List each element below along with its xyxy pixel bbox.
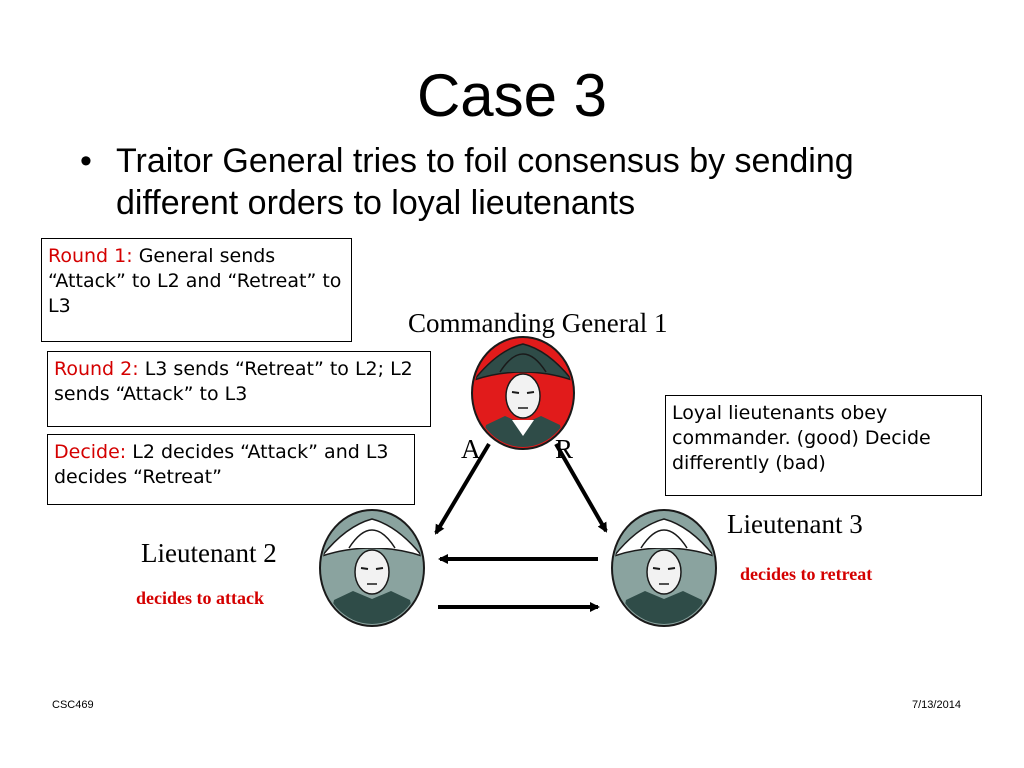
- round1-text: General sends “Attack” to L2 and “Retrea…: [48, 245, 342, 317]
- edge-label-attack: A: [461, 434, 481, 464]
- round1-label: Round 1:: [48, 245, 133, 267]
- footer-course: CSC469: [52, 699, 94, 711]
- slide-title: Case 3: [416, 62, 608, 129]
- lieutenant2-label: Lieutenant 2: [141, 538, 277, 568]
- bullet-marker: •: [80, 142, 92, 180]
- round2-box: Round 2: L3 sends “Retreat” to L2; L2 se…: [47, 351, 431, 427]
- lieutenant2-outcome: decides to attack: [136, 588, 264, 608]
- decide-label: Decide:: [54, 441, 127, 463]
- bullet-text: Traitor General tries to foil consensus …: [116, 142, 854, 222]
- arrow-commander-to-l2: [434, 442, 491, 535]
- arrow-commander-to-l3: [554, 443, 608, 533]
- lieutenant2-portrait-icon: [319, 509, 425, 627]
- commander-label: Commanding General 1: [408, 308, 668, 338]
- commander-portrait-icon: [471, 336, 575, 450]
- round2-label: Round 2:: [54, 358, 139, 380]
- decide-text: L2 decides “Attack” and L3 decides “Retr…: [54, 441, 389, 488]
- loyal-note-box: Loyal lieutenants obey commander. (good)…: [665, 395, 982, 496]
- loyal-note-text: Loyal lieutenants obey commander. (good)…: [672, 402, 931, 474]
- footer-date: 7/13/2014: [912, 699, 961, 711]
- lieutenant3-outcome: decides to retreat: [740, 564, 873, 584]
- lieutenant3-label: Lieutenant 3: [727, 509, 863, 539]
- decide-box: Decide: L2 decides “Attack” and L3 decid…: [47, 434, 415, 505]
- edge-label-retreat: R: [555, 434, 574, 464]
- round1-box: Round 1: General sends “Attack” to L2 an…: [41, 238, 352, 342]
- lieutenant3-portrait-icon: [611, 509, 717, 627]
- round2-text: L3 sends “Retreat” to L2; L2 sends “Atta…: [54, 358, 413, 405]
